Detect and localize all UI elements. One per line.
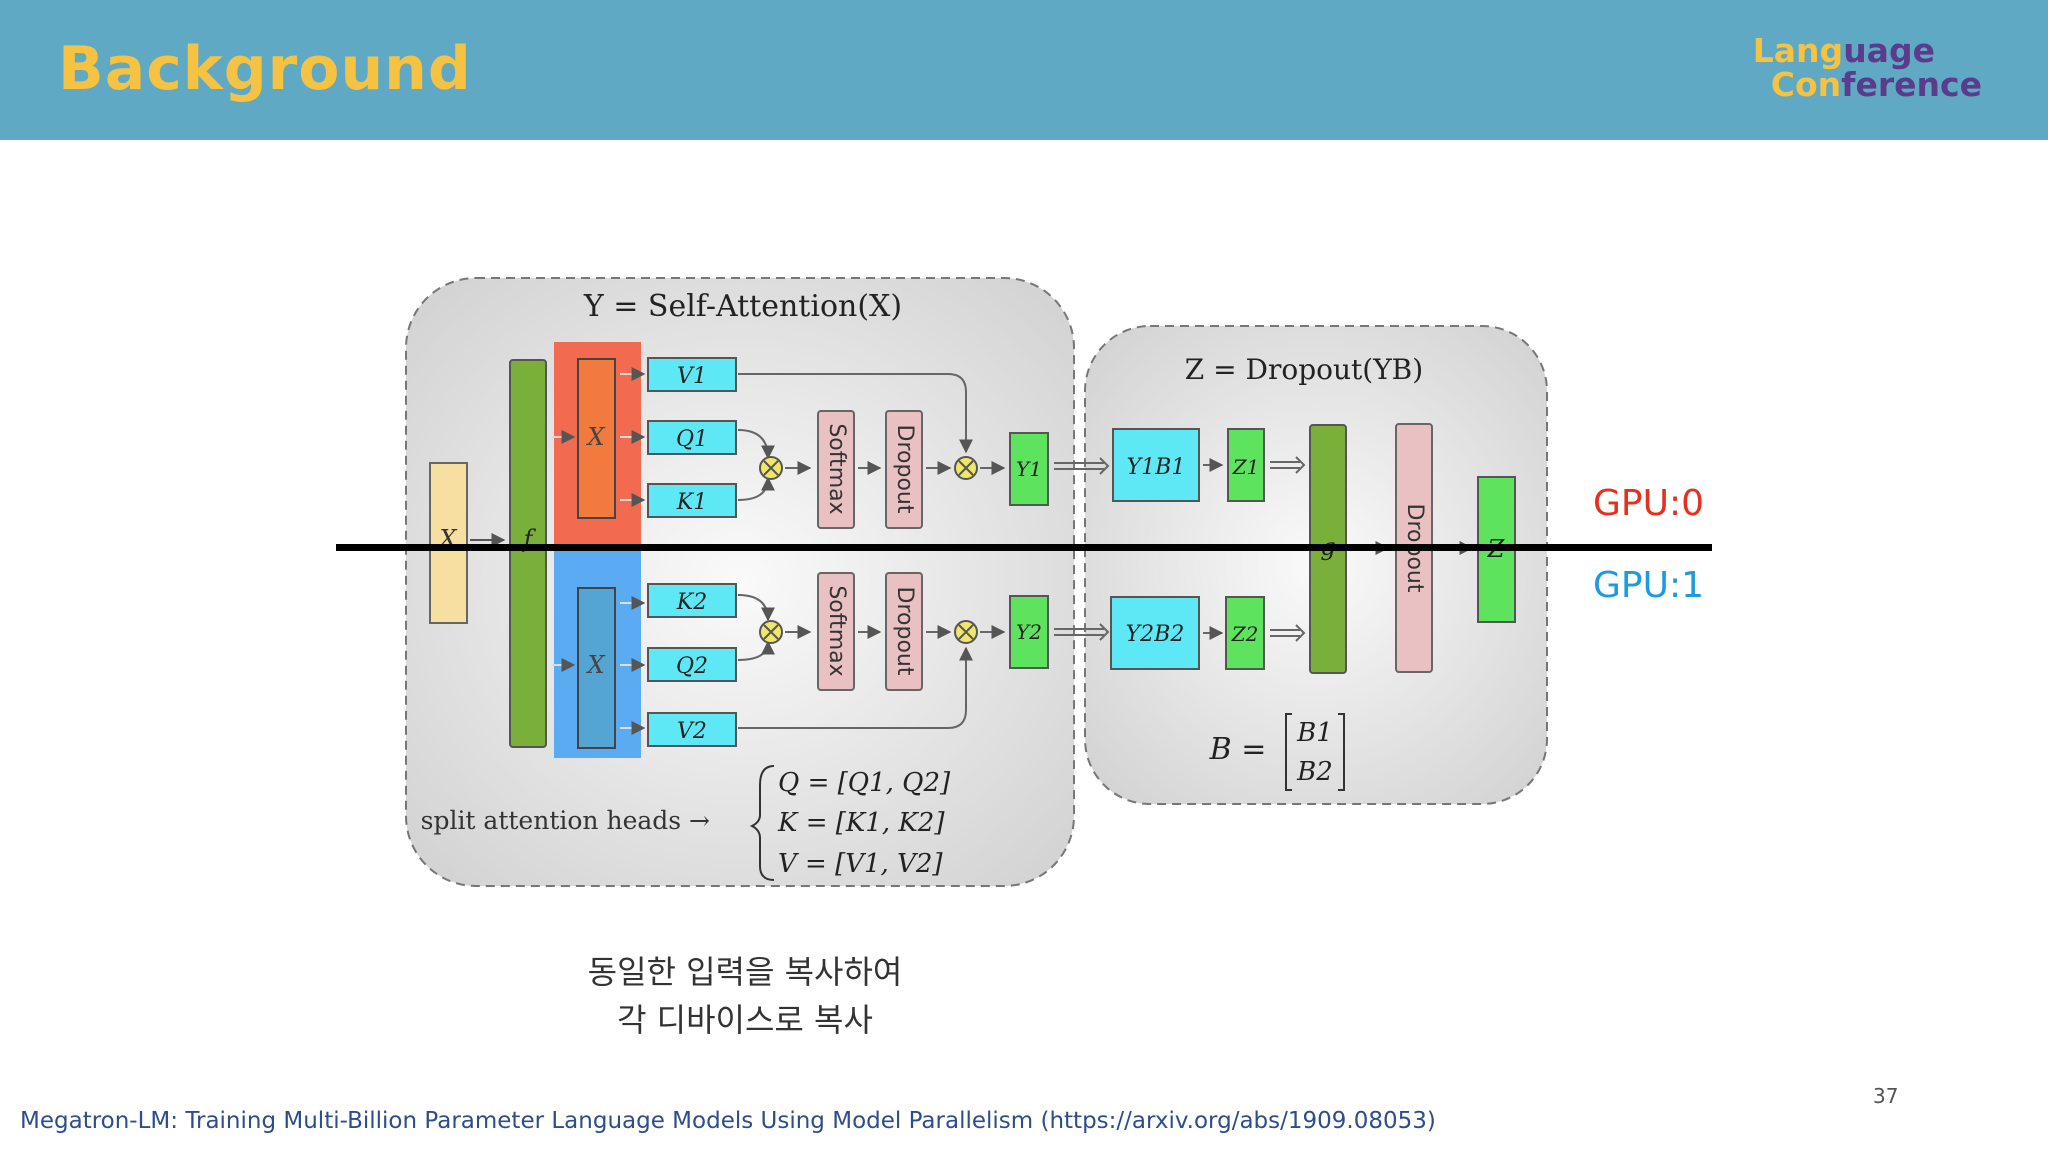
z1-label: Z1 bbox=[1232, 455, 1260, 479]
softmax-bottom-label: Softmax bbox=[824, 585, 849, 676]
z2-box bbox=[1225, 596, 1265, 670]
split-heads-label: split attention heads → bbox=[421, 806, 710, 835]
slide-title: Background bbox=[58, 34, 472, 104]
v1-label: V1 bbox=[677, 364, 707, 389]
split-heads-brace bbox=[749, 765, 775, 881]
f-operator-bar bbox=[509, 359, 547, 748]
y2-box bbox=[1009, 595, 1049, 669]
softmax-top-box bbox=[817, 410, 855, 529]
y1b1-box bbox=[1112, 428, 1200, 502]
conference-logo: Language Conference bbox=[1752, 31, 1982, 104]
page-number: 37 bbox=[1873, 1084, 1899, 1108]
x-split-bottom-label: X bbox=[585, 651, 605, 679]
y2b2-box bbox=[1110, 596, 1200, 670]
x-split-top-label: X bbox=[585, 423, 605, 451]
self-attention-panel bbox=[405, 277, 1075, 887]
b-equals: B = bbox=[1209, 732, 1267, 767]
slide-header bbox=[0, 0, 2048, 140]
y2-label: Y2 bbox=[1016, 620, 1042, 644]
citation-footer: Megatron-LM: Training Multi-Billion Para… bbox=[20, 1108, 1436, 1134]
z2-label: Z2 bbox=[1231, 622, 1259, 646]
q2-label: Q2 bbox=[676, 654, 708, 679]
input-x-box bbox=[429, 462, 468, 624]
b2-label: B2 bbox=[1296, 757, 1333, 787]
v-equation: V = [V1, V2] bbox=[778, 849, 943, 879]
dropout-top-label: Dropout bbox=[892, 425, 917, 514]
q2-box bbox=[647, 647, 737, 682]
v2-label: V2 bbox=[677, 719, 707, 744]
q1-label: Q1 bbox=[676, 427, 708, 452]
v1-box bbox=[647, 357, 737, 392]
self-attention-title: Y = Self-Attention(X) bbox=[583, 289, 902, 324]
q-equation: Q = [Q1, Q2] bbox=[778, 768, 951, 798]
z1-box bbox=[1227, 428, 1265, 502]
gpu0-label: GPU:0 bbox=[1593, 483, 1704, 524]
k2-label: K2 bbox=[676, 590, 707, 615]
caption-line-1: 동일한 입력을 복사하여 bbox=[587, 953, 903, 991]
gpu-separator-line bbox=[336, 544, 1712, 551]
y1-label: Y1 bbox=[1016, 457, 1042, 481]
k1-box bbox=[647, 483, 737, 518]
k-equation: K = [K1, K2] bbox=[777, 808, 945, 838]
dropout-top-box bbox=[885, 410, 923, 529]
q1-box bbox=[647, 420, 737, 455]
y1-box bbox=[1009, 432, 1049, 506]
caption-line-2: 각 디바이스로 복사 bbox=[617, 1001, 873, 1039]
x-split-bottom-box bbox=[577, 587, 616, 749]
k1-label: K1 bbox=[676, 490, 707, 515]
k2-box bbox=[647, 583, 737, 618]
y2b2-label: Y2B2 bbox=[1126, 622, 1185, 647]
softmax-top-label: Softmax bbox=[824, 423, 849, 514]
x-split-top-box bbox=[577, 358, 616, 519]
y1b1-label: Y1B1 bbox=[1127, 455, 1186, 480]
v2-box bbox=[647, 712, 737, 747]
dropout-bottom-label: Dropout bbox=[892, 587, 917, 676]
dropout-title: Z = Dropout(YB) bbox=[1185, 353, 1423, 386]
dropout-bottom-box bbox=[885, 572, 923, 691]
softmax-bottom-box bbox=[817, 572, 855, 691]
korean-caption: 동일한 입력을 복사하여 각 디바이스로 복사 bbox=[520, 948, 970, 1044]
b1-label: B1 bbox=[1296, 718, 1333, 748]
gpu1-label: GPU:1 bbox=[1593, 565, 1704, 606]
